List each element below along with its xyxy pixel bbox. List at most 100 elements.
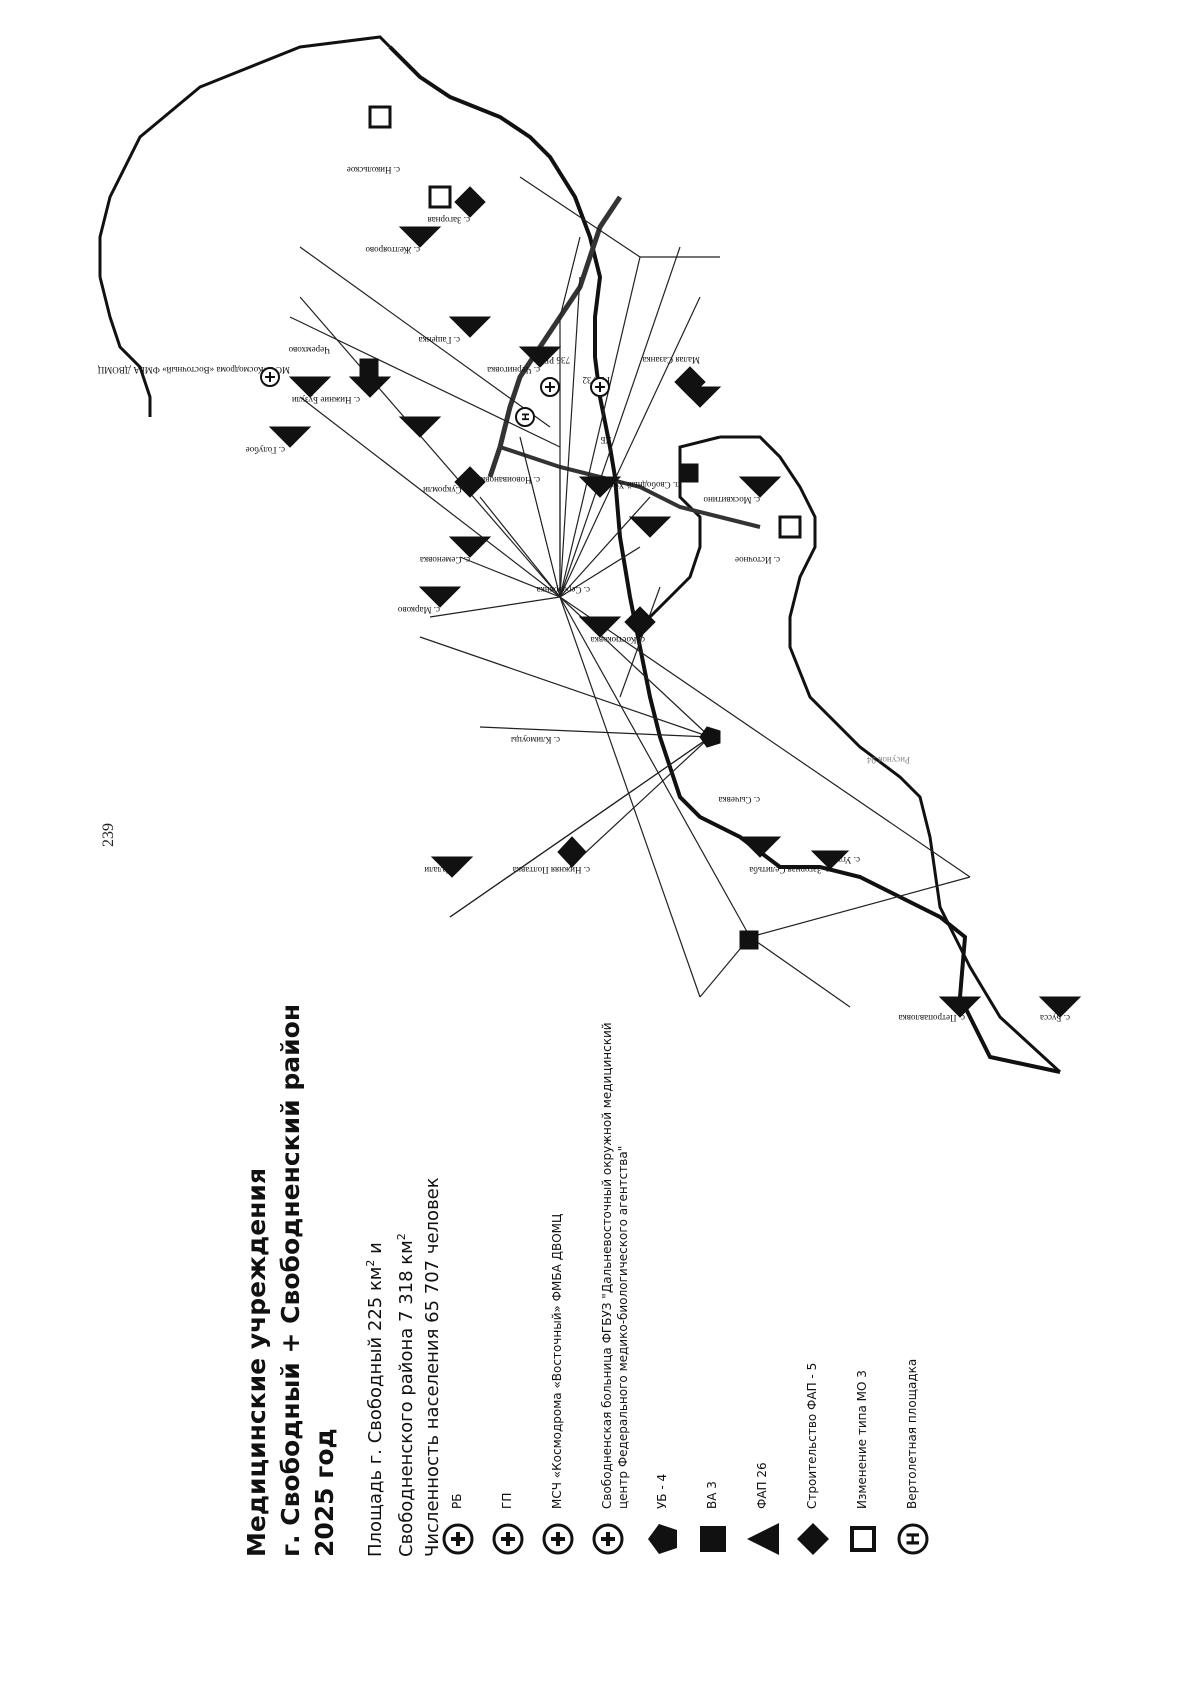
place-label-talali: с. Талали bbox=[424, 865, 460, 875]
legend-item-fap: ФАП 26 bbox=[745, 997, 781, 1557]
legend-label: Вертолетная площадка bbox=[905, 1358, 919, 1509]
place-label-sychevka: с. Сычевка bbox=[718, 795, 760, 805]
river-zeya bbox=[487, 195, 623, 478]
va-square-icon bbox=[359, 358, 379, 378]
legend-label: ВА 3 bbox=[705, 1481, 719, 1509]
place-label-kostyukovka: с. Костюковка bbox=[591, 635, 645, 645]
cross-circle-icon bbox=[442, 1523, 474, 1555]
place-label-zheltoyarovo: с. Желтоярово bbox=[365, 245, 420, 255]
construction-diamond-icon bbox=[454, 186, 486, 218]
legend-label: РБ bbox=[450, 1493, 464, 1509]
place-label-maloye: Малая Сазанка bbox=[642, 355, 700, 365]
triangle-icon bbox=[747, 1523, 779, 1555]
fap-triangle-icon bbox=[578, 476, 622, 498]
va-square-icon bbox=[739, 930, 759, 950]
place-label-uglovoe: с. Угловое bbox=[821, 855, 860, 865]
place-label-nizhne-bureya: с. Нижние Бузули bbox=[292, 395, 360, 405]
place-label-svobodny-hutor: п. Свободный Хутор bbox=[601, 480, 680, 490]
page-title-line2: г. Свободный + Свободненский район 2025 … bbox=[276, 1003, 339, 1557]
fap-triangle-icon bbox=[448, 536, 492, 558]
legend-item-type-change: Изменение типа МО 3 bbox=[845, 997, 881, 1557]
legend-item-construction: Строительство ФАП - 5 bbox=[795, 997, 831, 1557]
type-change-square-icon bbox=[778, 515, 802, 539]
fap-triangle-icon bbox=[938, 996, 982, 1018]
place-label-ub: УБ bbox=[600, 435, 612, 445]
pentagon-icon bbox=[648, 1524, 677, 1554]
legend-item-gp: ГП bbox=[490, 997, 526, 1557]
place-label-gashenka: с. Гащенка bbox=[419, 335, 460, 345]
fap-triangle-icon bbox=[448, 316, 492, 338]
place-label-bussie: с. Бусса bbox=[1040, 1013, 1070, 1023]
construction-diamond-icon bbox=[624, 606, 656, 638]
place-label-nikolaevka: с. Никольское bbox=[347, 165, 400, 175]
legend-item-hospital: Свободненская больница ФГБУЗ "Дальневост… bbox=[590, 997, 631, 1557]
legend-label: Строительство ФАП - 5 bbox=[805, 1362, 819, 1509]
fap-triangle-icon bbox=[268, 426, 312, 448]
ub-pentagon-icon bbox=[699, 726, 721, 748]
va-square-icon bbox=[679, 463, 699, 483]
area-district-line: Свободненского района 7 318 км2 bbox=[395, 1233, 417, 1557]
legend-label: Изменение типа МО 3 bbox=[855, 1370, 869, 1509]
legend-item-ub: УБ - 4 bbox=[645, 997, 681, 1557]
place-label-chernigovka: с. Черниговка bbox=[487, 365, 540, 375]
cross-circle-icon bbox=[542, 1523, 574, 1555]
place-label-zagan: с. Загорная bbox=[428, 215, 470, 225]
fap-triangle-icon bbox=[1038, 996, 1082, 1018]
legend-label: ГП bbox=[500, 1492, 514, 1509]
cross-circle-icon bbox=[592, 1523, 624, 1555]
place-label-nizhnie-dubovka: с. Нижняя Полтавка bbox=[513, 865, 590, 875]
page-title-line1: Медицинские учреждения bbox=[242, 1167, 271, 1557]
legend-item-msch: МСЧ «Космодрома «Восточный» ФМБА ДВОМЦ bbox=[540, 997, 576, 1557]
northern-border bbox=[98, 35, 392, 277]
place-label-golubnoe: с. Голубое bbox=[246, 445, 285, 455]
construction-diamond-icon bbox=[674, 366, 706, 398]
helipad-map-letter: Н bbox=[521, 413, 532, 421]
helipad-icon: Н bbox=[897, 1523, 929, 1555]
fap-triangle-icon bbox=[518, 346, 562, 368]
fap-triangle-icon bbox=[628, 516, 672, 538]
legend-label: ФАП 26 bbox=[755, 1462, 769, 1509]
legend-label: МСЧ «Космодрома «Восточный» ФМБА ДВОМЦ bbox=[550, 1213, 564, 1509]
place-label-zagornaya: с. Загорная Селитьба bbox=[749, 865, 830, 875]
square-outline-icon bbox=[850, 1526, 876, 1552]
cross-circle-icon bbox=[492, 1523, 524, 1555]
legend-item-va: ВА 3 bbox=[695, 997, 731, 1557]
legend: РБ ГП МСЧ «Космодрома «Восточный» ФМБА Д… bbox=[440, 997, 945, 1557]
fap-triangle-icon bbox=[398, 226, 442, 248]
outline-squares bbox=[368, 105, 802, 539]
eastern-edge bbox=[98, 276, 152, 417]
fap-triangle-icon bbox=[418, 586, 462, 608]
type-change-square-icon bbox=[428, 185, 452, 209]
square-filled-icon bbox=[700, 1526, 726, 1552]
place-label-seryshevo: с. Серебрянка bbox=[537, 585, 590, 595]
place-label-moskvitino: с. Москвитино bbox=[703, 495, 760, 505]
place-label-novoivanovka: с. Новоивановка bbox=[477, 475, 540, 485]
legend-item-helipad: Н Вертолетная площадка bbox=[895, 997, 931, 1557]
diamond-icon bbox=[797, 1523, 829, 1555]
fap-triangle-icon bbox=[738, 476, 782, 498]
fap-triangle-icon bbox=[430, 856, 474, 878]
fap-triangle-icon bbox=[738, 836, 782, 858]
place-label-sukromli: с. Сукромли bbox=[423, 485, 470, 495]
place-label-rb: 736 РБ bbox=[544, 355, 570, 365]
connection-lines bbox=[289, 176, 971, 1008]
place-label-petropavlovka: с. Петропавловка bbox=[899, 1013, 965, 1023]
helipad-letter: Н bbox=[904, 1532, 924, 1546]
place-label-cheremkhovo: Черемхово bbox=[288, 345, 330, 355]
place-label-msch: МСЧ «Космодрома «Восточный» ФМБА ДВОМЦ bbox=[97, 365, 290, 375]
hospital-markers: Н bbox=[260, 367, 610, 427]
fap-triangle-icon bbox=[288, 376, 332, 398]
area-city-line: Площадь г. Свободный 225 км2 и bbox=[364, 1242, 386, 1557]
fap-triangle-icon bbox=[398, 416, 442, 438]
fap-triangle-icon bbox=[578, 616, 622, 638]
western-border bbox=[720, 435, 1062, 1074]
legend-item-rb: РБ bbox=[440, 997, 476, 1557]
type-change-square-icon bbox=[368, 105, 392, 129]
construction-diamond-icon bbox=[454, 466, 486, 498]
legend-label: Свободненская больница ФГБУЗ "Дальневост… bbox=[600, 1022, 630, 1509]
fap-triangle-icon bbox=[810, 850, 850, 870]
place-label-klimoutsy: с. Климоуцы bbox=[511, 735, 560, 745]
place-label-markovka: с. Марково bbox=[397, 605, 440, 615]
title-block: Медицинские учреждения г. Свободный + Св… bbox=[240, 997, 446, 1557]
